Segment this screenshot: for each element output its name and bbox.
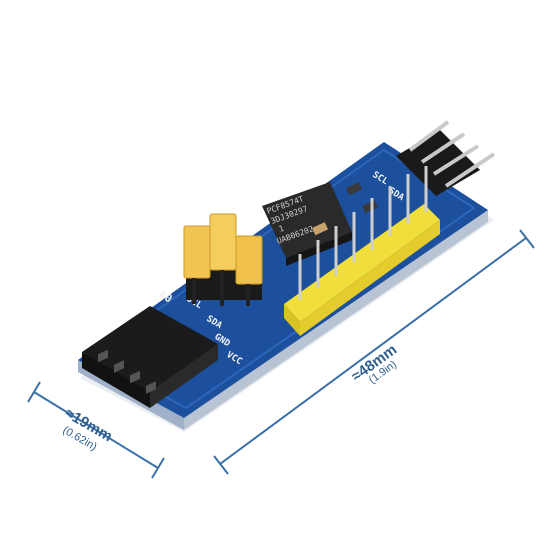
width-dimension-line — [33, 391, 159, 469]
silk-a0: A0 — [156, 288, 174, 306]
male-pin-3 — [432, 144, 480, 176]
yellow-pin-header — [284, 166, 440, 336]
length-dimension-tick-start — [213, 455, 229, 475]
female-header-front — [82, 352, 150, 408]
board-side-edge-right — [184, 210, 488, 430]
length-dimension-line — [219, 237, 527, 465]
chip-line-3: 1 — [278, 224, 286, 234]
smd-resistor-1 — [346, 182, 363, 196]
yellow-header-side — [300, 220, 440, 336]
width-dimension-tick-start — [27, 381, 41, 403]
male-pin-1 — [408, 120, 450, 152]
pcf8574-chip: PCF8574T 3DJ30297 1 UAB06202 — [262, 182, 352, 266]
female-socket-2 — [114, 360, 124, 373]
male-header-right — [396, 120, 496, 196]
female-socket-3 — [130, 370, 140, 384]
smd-resistor-2 — [362, 200, 379, 214]
jumper-cap-3 — [235, 235, 263, 285]
female-header-side — [150, 344, 218, 408]
male-pin-2 — [420, 132, 466, 164]
length-dimension-tick-end — [519, 229, 535, 249]
jumper-pin-2 — [220, 270, 224, 306]
jumper-cap-2 — [209, 213, 237, 271]
address-jumpers — [183, 213, 263, 306]
chip-top — [262, 182, 352, 258]
female-socket-1 — [98, 349, 108, 363]
female-header — [82, 306, 218, 408]
jumper-cap-1 — [183, 225, 211, 279]
jumper-pin-1 — [192, 278, 196, 304]
female-socket-4 — [146, 381, 156, 394]
male-pin-4 — [444, 152, 496, 188]
yellow-header-top — [284, 204, 440, 322]
yellow-header-front — [284, 304, 300, 336]
width-dimension-tick-end — [151, 457, 165, 479]
smd-capacitor — [312, 222, 329, 236]
jumper-pin-3 — [246, 284, 250, 306]
